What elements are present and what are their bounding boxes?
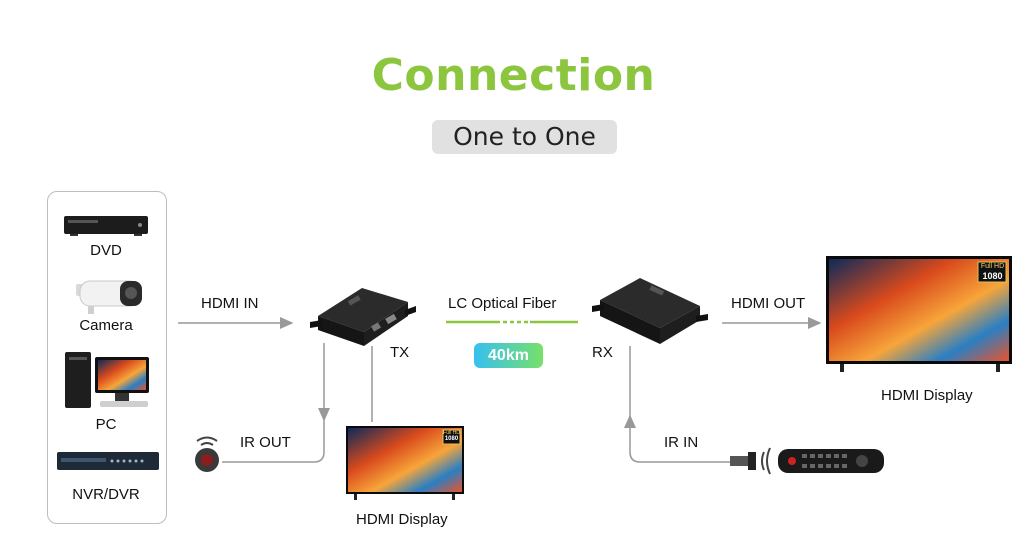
rx-extender-icon <box>592 278 708 344</box>
remote-tv-badge-fullhd: Full HD <box>980 263 1005 270</box>
dvd-player-icon <box>64 216 148 236</box>
fiber-label: LC Optical Fiber <box>448 295 557 312</box>
tx-extender-icon <box>310 288 416 346</box>
ir-out-label: IR OUT <box>240 434 291 451</box>
local-tv-badge-1080: 1080 <box>444 436 459 442</box>
ir-in-line <box>624 414 730 463</box>
ir-receiver-icon <box>730 447 771 475</box>
ir-out-line <box>222 420 325 463</box>
remote-tv-badge-1080: 1080 <box>982 271 1003 281</box>
local-tv-icon <box>346 426 464 500</box>
source-label-nvr-dvr: NVR/DVR <box>72 486 140 503</box>
remote-control-icon <box>778 449 884 473</box>
pc-icon <box>65 352 149 408</box>
nvr-dvr-icon <box>57 452 159 470</box>
diagram-title: Connection <box>371 50 656 101</box>
ir-emitter-icon <box>195 436 219 472</box>
source-label-dvd: DVD <box>90 242 122 259</box>
source-label-camera: Camera <box>79 317 133 334</box>
subtitle-badge: One to One <box>432 120 617 154</box>
rx-label: RX <box>592 344 613 361</box>
tx-label: TX <box>390 344 410 361</box>
ir-in-label: IR IN <box>664 434 699 451</box>
source-label-pc: PC <box>95 416 117 433</box>
distance-badge: 40km <box>474 343 543 368</box>
hdmi-out-label: HDMI OUT <box>731 295 806 312</box>
camera-icon <box>76 280 142 314</box>
remote-tv-icon <box>826 256 1012 372</box>
local-tv-badge-fullhd: Full HD <box>443 430 460 436</box>
hdmi-in-label: HDMI IN <box>201 295 259 312</box>
local-display-label: HDMI Display <box>356 511 448 528</box>
remote-display-label: HDMI Display <box>881 387 973 404</box>
